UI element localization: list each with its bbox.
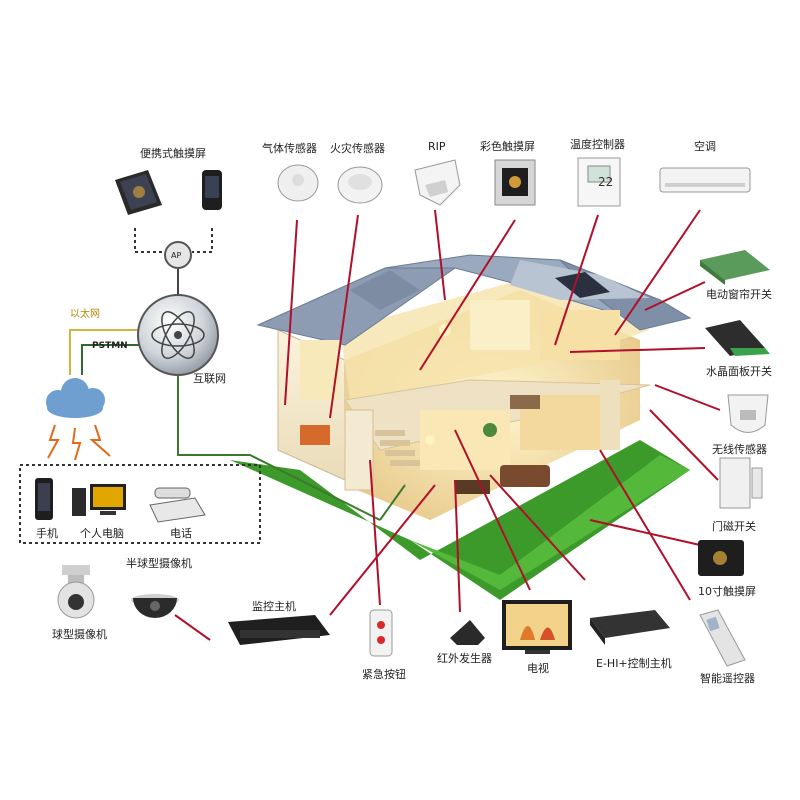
ir-generator-device	[450, 620, 485, 645]
aircon-device	[660, 168, 750, 192]
monitor-host-device	[228, 615, 330, 645]
tv-device	[502, 600, 572, 654]
label-mobile: 手机	[36, 527, 58, 540]
label-ball-camera: 球型摄像机	[52, 628, 107, 641]
bed	[510, 395, 540, 409]
label-temp-controller: 温度控制器	[570, 138, 625, 151]
label-monitor-host: 监控主机	[252, 600, 296, 613]
temp-display-value: 22	[598, 176, 613, 189]
house-column	[345, 410, 373, 490]
label-dome-camera: 半球型摄像机	[126, 557, 192, 570]
sofa	[500, 465, 550, 487]
rip-device	[415, 160, 460, 205]
house-column-2	[600, 380, 620, 450]
box-mobile-device	[35, 478, 53, 520]
label-door-magnet: 门磁开关	[712, 520, 756, 533]
pc-device	[72, 484, 126, 516]
telephone-device	[150, 488, 205, 522]
lightning-icons	[48, 425, 110, 460]
room-upper-mid	[470, 300, 530, 350]
internet-globe	[138, 295, 218, 375]
door-magnet-device	[720, 458, 762, 508]
fire-sensor-device	[338, 167, 382, 203]
label-ir-generator: 红外发生器	[437, 652, 492, 665]
ball-camera-device	[58, 565, 94, 618]
gas-sensor-device	[278, 165, 318, 201]
label-ehi-host: E-HI+控制主机	[596, 657, 672, 670]
emergency-button-device	[370, 610, 392, 656]
cloud-icon	[46, 378, 105, 418]
label-ethernet: 以太网	[70, 308, 100, 321]
label-aircon: 空调	[694, 140, 716, 153]
label-wireless-sensor: 无线传感器	[712, 443, 767, 456]
label-color-touch: 彩色触摸屏	[480, 140, 535, 153]
label-rip: RIP	[428, 140, 446, 153]
label-telephone: 电话	[170, 527, 192, 540]
wireless-sensor-device	[728, 395, 768, 433]
smart-remote-device	[700, 610, 745, 666]
label-emergency-button: 紧急按钮	[362, 668, 406, 681]
label-pstmn: PSTMN	[92, 340, 128, 353]
lamp-2	[425, 435, 435, 445]
label-internet: 互联网	[193, 372, 226, 385]
label-pc: 个人电脑	[80, 527, 124, 540]
tablet-device	[115, 170, 162, 215]
label-curtain-switch: 电动窗帘开关	[706, 288, 772, 301]
portable-phone-device	[202, 170, 222, 210]
ap-dotted-2	[192, 228, 212, 252]
label-tv: 电视	[527, 662, 549, 675]
plant	[483, 423, 497, 437]
color-touch-device	[495, 160, 535, 205]
ap-dotted	[135, 228, 165, 252]
label-fire-sensor: 火灾传感器	[330, 142, 385, 155]
label-crystal-switch: 水晶面板开关	[706, 365, 772, 378]
touch10-device	[698, 540, 744, 576]
crystal-panel-device	[705, 320, 770, 356]
garage-door	[300, 425, 330, 445]
label-portable-touch: 便携式触摸屏	[140, 147, 206, 160]
label-ap: AP	[171, 249, 181, 262]
label-touch10: 10寸触摸屏	[698, 585, 756, 598]
dome-camera-device	[131, 594, 179, 618]
ehi-host-device	[590, 610, 670, 645]
label-gas-sensor: 气体传感器	[262, 142, 317, 155]
label-smart-remote: 智能遥控器	[700, 672, 755, 685]
curtain-switch-device	[700, 250, 770, 285]
